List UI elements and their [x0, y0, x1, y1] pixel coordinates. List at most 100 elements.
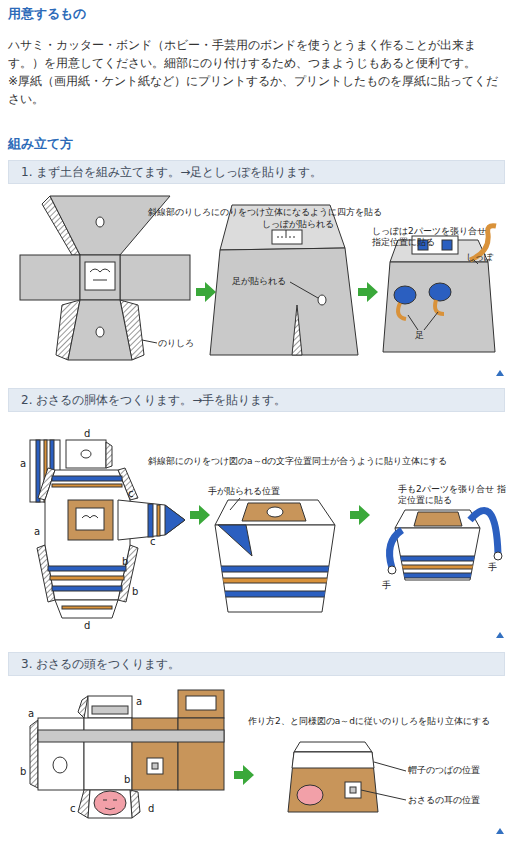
body-box: [267, 507, 283, 517]
callout-text: 足: [415, 330, 424, 341]
head-net: [88, 790, 132, 818]
head-net: [94, 791, 126, 815]
body-with-arms: [470, 510, 498, 554]
head-net: [38, 718, 84, 790]
base-net: [90, 269, 110, 280]
section-heading: 組み立て方: [8, 136, 73, 152]
instruction-note: しっぽは2パーツを張り合せ 指定位置に貼る: [372, 226, 494, 248]
body-with-arms: [390, 573, 485, 578]
base-with-feet: [383, 262, 495, 352]
body-box: [242, 503, 306, 521]
callout-text: 足が貼られる: [232, 276, 286, 287]
base-box: [272, 230, 302, 244]
head-net: [78, 696, 88, 718]
body-box: [210, 566, 340, 597]
head-net: [186, 696, 216, 710]
step-text: 2. おさるの胴体をつくります。→手を貼ります。: [21, 389, 492, 411]
base-box: [290, 282, 318, 298]
body-with-arms: [388, 510, 502, 580]
base-with-feet: [408, 315, 418, 330]
page-top-icon: [496, 370, 504, 376]
body-net: [52, 484, 122, 487]
body-with-arms: [388, 566, 396, 574]
step-text: 1. まず土台を組み立てます。→足としっぽを貼ります。: [21, 161, 492, 183]
base-net: [120, 255, 190, 300]
base-net: [20, 196, 190, 360]
part-letter: a: [34, 526, 40, 537]
body-net: [48, 566, 126, 571]
callout-text: 手が貼られる位置: [208, 486, 280, 497]
callout-text: おさるの耳の位置: [408, 795, 480, 806]
part-letter: d: [84, 620, 90, 631]
flow-arrow: [234, 765, 254, 785]
body-with-arms: [494, 552, 502, 560]
head-box: [361, 790, 406, 800]
flow-arrow: [358, 282, 378, 302]
base-box: [277, 237, 297, 238]
callout-text: しっぽ: [466, 252, 493, 263]
body-net: [45, 470, 130, 600]
head-net: [38, 730, 224, 742]
base-with-feet: [394, 286, 416, 304]
part-letter: b: [124, 774, 130, 785]
body-box: [218, 525, 252, 556]
body-net: [157, 505, 160, 536]
body-box: [210, 566, 340, 572]
body-net: [82, 516, 98, 519]
step-band: 1. まず土台を組み立てます。→足としっぽを貼ります。: [8, 160, 505, 184]
paragraph-text: ハサミ・カッター・ボンド（ホビー・手芸用のボンドを使うとうまく作ることが出来ます…: [8, 36, 505, 72]
body-box: [210, 578, 340, 583]
part-letter: c: [128, 488, 134, 499]
head-net: [147, 758, 163, 774]
body-box: [215, 500, 335, 525]
flow-arrow: [190, 505, 210, 525]
paragraph-text: ※厚紙（画用紙・ケント紙など）にプリントするか、プリントしたものを厚紙に貼ってく…: [8, 72, 505, 108]
head-net: [88, 696, 132, 718]
base-box: [286, 230, 287, 236]
section-heading: 用意するもの: [8, 6, 86, 22]
head-box: [288, 752, 378, 812]
base-net: [80, 255, 120, 300]
head-net: [92, 706, 128, 714]
body-net: [81, 450, 91, 458]
head-box: [288, 742, 406, 812]
head-net: [178, 718, 224, 790]
flow-arrow: [350, 505, 370, 525]
flow-arrow: [196, 282, 216, 302]
part-letter: c: [150, 536, 156, 547]
base-net: [96, 217, 104, 227]
head-net: [132, 718, 178, 790]
body-with-arms: [390, 556, 485, 561]
base-net: [96, 327, 104, 337]
step-band: 3. おさるの頭をつくります。: [8, 652, 505, 676]
body-net: [50, 576, 124, 580]
head-box: [345, 782, 361, 798]
base-with-feet: [424, 312, 438, 330]
body-box: [210, 591, 340, 597]
callout-text: 手: [382, 580, 391, 591]
base-with-feet: [429, 283, 451, 301]
instruction-note: 斜線部のりしろにのりをつけ立体になるように四方を貼る: [148, 207, 382, 218]
part-letter: c: [70, 803, 76, 814]
body-net: [66, 440, 106, 468]
step-text: 3. おさるの頭をつくります。: [21, 653, 492, 675]
instruction-note: 作り方2、と同様図のa～dに従いのりしろを貼り立体にする: [248, 716, 490, 727]
part-letter: a: [28, 708, 34, 719]
body-net: [148, 504, 153, 537]
part-letter: a: [136, 696, 142, 707]
head-box: [374, 762, 406, 771]
part-letter: d: [148, 803, 154, 814]
body-net: [118, 500, 185, 540]
page-top-icon: [496, 828, 504, 834]
head-net: [152, 763, 158, 769]
head-box: [292, 752, 374, 768]
base-net: [68, 300, 132, 360]
body-net: [62, 606, 112, 609]
part-letter: b: [132, 586, 138, 597]
head-net: [178, 690, 224, 718]
head-box: [350, 787, 356, 793]
part-letter: b: [20, 766, 26, 777]
part-letter: d: [84, 428, 90, 439]
body-with-arms: [395, 528, 480, 580]
